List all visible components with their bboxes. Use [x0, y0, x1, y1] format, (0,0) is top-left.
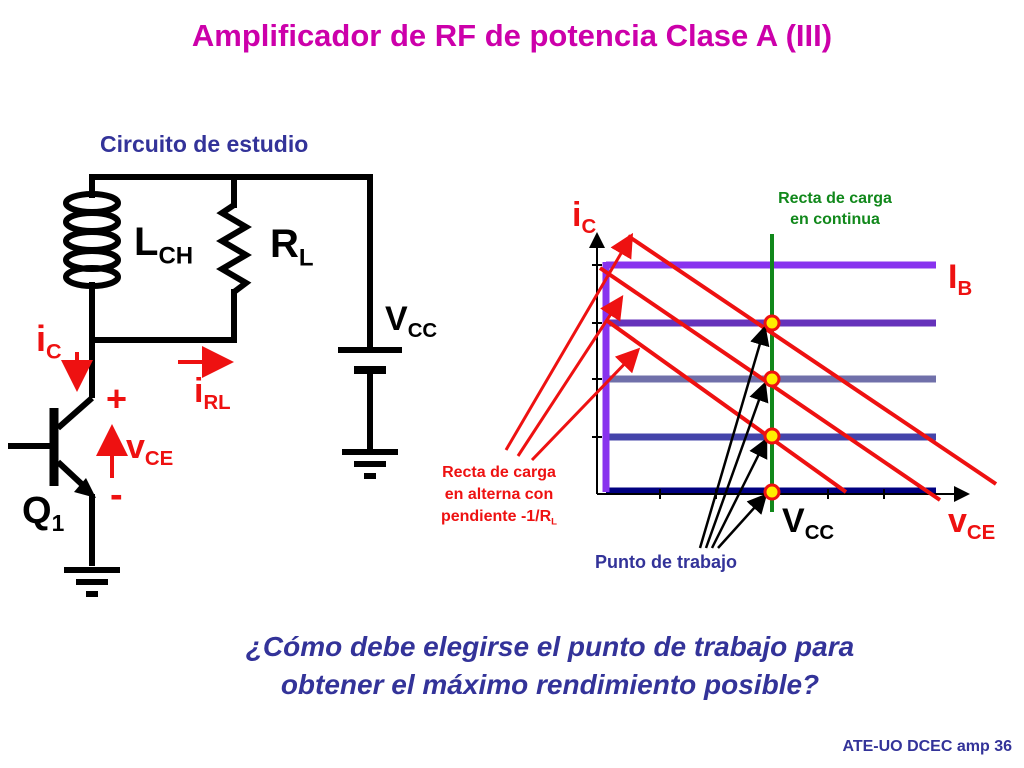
ic-axis-label: iC [572, 196, 597, 239]
vcc-graph-label: VCC [782, 502, 835, 545]
q1-label: Q1 [22, 490, 65, 536]
operating-points [763, 314, 781, 501]
operating-point-3 [763, 427, 781, 445]
ground-vcc [342, 449, 398, 479]
slide-title: Amplificador de RF de potencia Clase A (… [191, 18, 833, 53]
resistor-rl [216, 202, 252, 295]
operating-point-1 [763, 314, 781, 332]
graph-axes [589, 232, 970, 502]
operating-point-label: Punto de trabajo [595, 552, 738, 572]
question-text: ¿Cómo debe elegirse el punto de trabajo … [245, 631, 855, 700]
rl-label: RL [270, 222, 314, 272]
vcc-circuit-label: VCC [385, 300, 438, 343]
circuit-subtitle: Circuito de estudio [100, 131, 309, 157]
ac-load-line-label: Recta de carga en alterna con pendiente … [440, 464, 558, 528]
vce-minus-sign: - [110, 474, 123, 516]
ic-circuit-label: iC [36, 318, 62, 364]
ac-label-pointers [504, 232, 641, 462]
lch-label: LCH [134, 220, 194, 270]
vce-circuit-label: vCE [126, 428, 174, 471]
op-point-pointers [698, 325, 770, 549]
vce-axis-label: vCE [948, 502, 996, 545]
ground-q1 [64, 567, 120, 597]
ib-label: IB [948, 258, 973, 301]
battery-vcc [338, 347, 402, 374]
ac-load-lines [598, 234, 998, 502]
slide-footer: ATE-UO DCEC amp 36 [842, 738, 1012, 755]
irl-label: iRL [194, 372, 231, 415]
inductor-lch [63, 191, 121, 289]
vce-plus-sign: + [106, 378, 128, 419]
transistor-q1 [8, 395, 96, 566]
dc-load-line-label: Recta de carga en continua [778, 190, 892, 228]
operating-point-4 [763, 483, 781, 501]
operating-point-2 [763, 370, 781, 388]
